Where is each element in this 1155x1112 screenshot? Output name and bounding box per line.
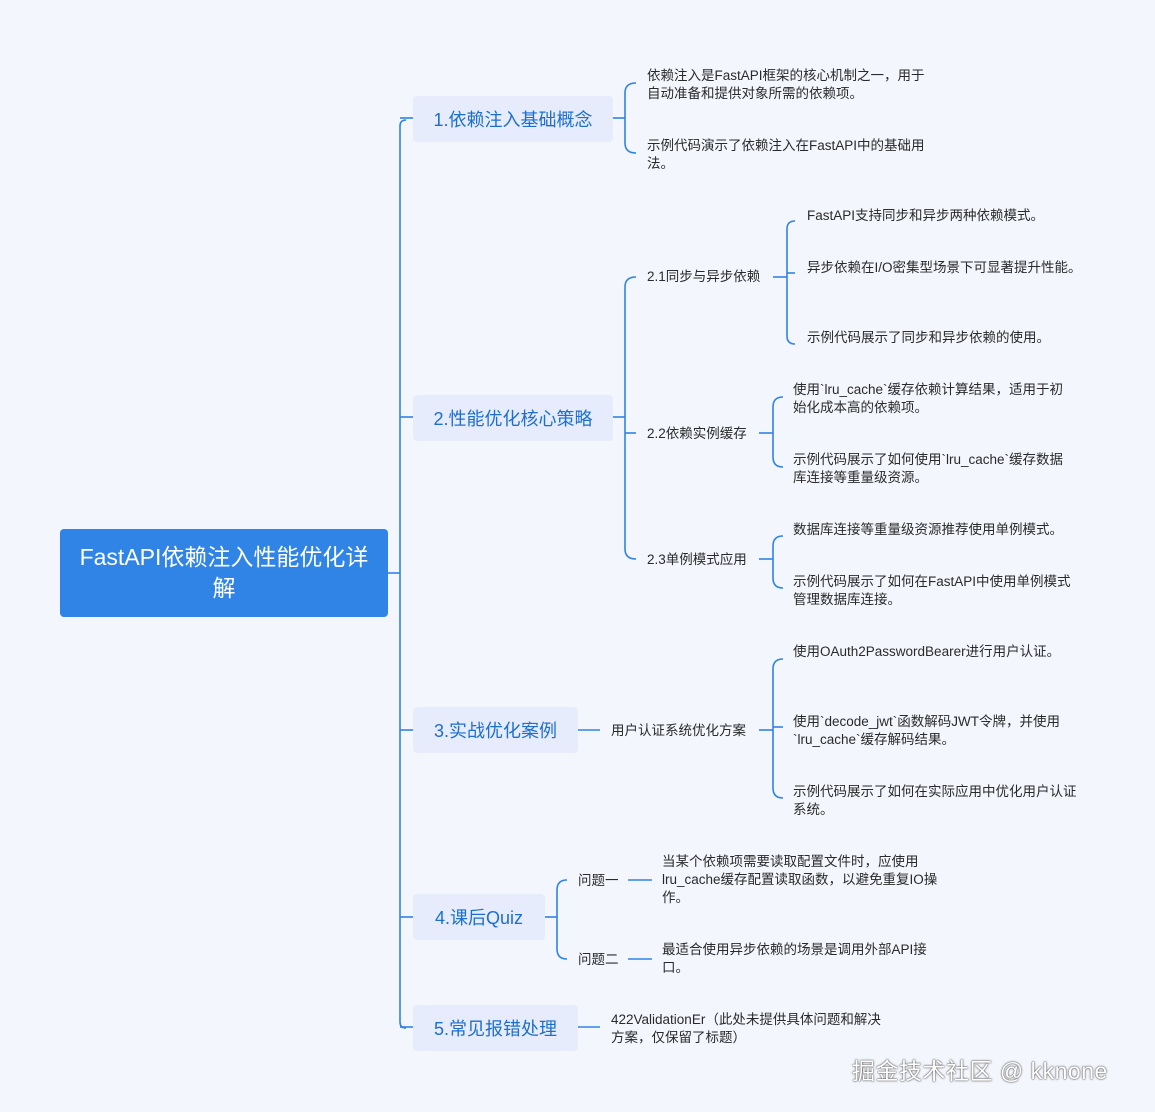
leaf-node: 示例代码演示了依赖注入在FastAPI中的基础用法。 <box>647 138 925 171</box>
root-node[interactable]: FastAPI依赖注入性能优化详解 <box>60 529 388 617</box>
sub-node-2-3[interactable]: 2.3单例模式应用 <box>647 552 747 567</box>
leaf-node: 422ValidationEr（此处未提供具体问题和解决方案，仅保留了标题） <box>611 1012 881 1045</box>
branch-node-5[interactable]: 5.常见报错处理 <box>413 1005 578 1051</box>
branch-node-3[interactable]: 3.实战优化案例 <box>413 707 578 753</box>
trunk-vertical <box>399 119 407 1029</box>
leaf-node: 示例代码展示了同步和异步依赖的使用。 <box>807 330 1050 345</box>
branch-label: 5.常见报错处理 <box>433 1019 557 1039</box>
leaf-node: 当某个依赖项需要读取配置文件时，应使用lru_cache缓存配置读取函数，以避免… <box>662 854 938 905</box>
sub-node-3-1[interactable]: 用户认证系统优化方案 <box>611 723 746 738</box>
sub-node-4-2[interactable]: 问题二 <box>578 952 619 967</box>
leaf-node: 示例代码展示了如何在实际应用中优化用户认证系统。 <box>793 784 1077 817</box>
leaf-node: FastAPI支持同步和异步两种依赖模式。 <box>807 208 1045 223</box>
branch-label: 2.性能优化核心策略 <box>433 409 593 429</box>
leaf-node: 示例代码展示了如何使用`lru_cache`缓存数据库连接等重量级资源。 <box>793 452 1064 485</box>
sub-node-2-2[interactable]: 2.2依赖实例缓存 <box>647 426 747 441</box>
branch-node-2[interactable]: 2.性能优化核心策略 <box>413 395 613 441</box>
watermark: 掘金技术社区 @ kknone <box>852 1058 1108 1084</box>
leaf-node: 使用`lru_cache`缓存依赖计算结果，适用于初始化成本高的依赖项。 <box>793 382 1064 415</box>
branch-label: 3.实战优化案例 <box>433 721 557 741</box>
leaf-node: 示例代码展示了如何在FastAPI中使用单例模式管理数据库连接。 <box>793 574 1071 607</box>
leaf-node: 使用`decode_jwt`函数解码JWT令牌，并使用`lru_cache`缓存… <box>793 714 1061 747</box>
sub-node-2-1[interactable]: 2.1同步与异步依赖 <box>647 269 761 284</box>
leaf-node: 异步依赖在I/O密集型场景下可显著提升性能。 <box>807 260 1082 275</box>
branch-label: 4.课后Quiz <box>434 908 524 928</box>
branch-label: 1.依赖注入基础概念 <box>433 110 593 130</box>
leaf-node: 数据库连接等重量级资源推荐使用单例模式。 <box>793 522 1063 537</box>
leaf-node: 依赖注入是FastAPI框架的核心机制之一，用于自动准备和提供对象所需的依赖项。 <box>647 68 925 101</box>
sub-node-4-1[interactable]: 问题一 <box>578 873 619 888</box>
leaf-node: 使用OAuth2PasswordBearer进行用户认证。 <box>793 644 1061 659</box>
root-title: FastAPI依赖注入性能优化详解 <box>79 544 369 601</box>
branch-node-1[interactable]: 1.依赖注入基础概念 <box>413 96 613 142</box>
leaf-node: 最适合使用异步依赖的场景是调用外部API接口。 <box>662 942 927 975</box>
branch-node-4[interactable]: 4.课后Quiz <box>413 894 545 940</box>
